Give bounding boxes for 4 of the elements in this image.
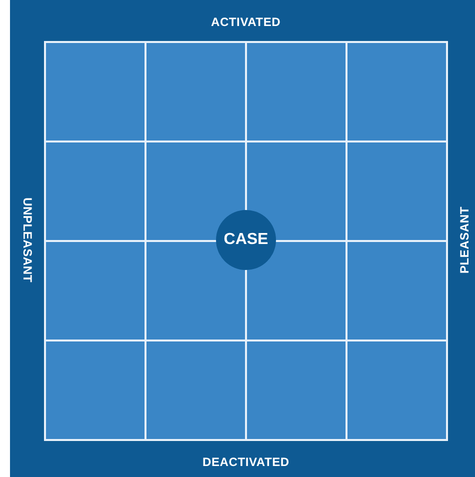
axis-label: DEACTIVATED bbox=[202, 455, 290, 469]
axis-label: ACTIVATED bbox=[211, 15, 281, 29]
axis-label: UNPLEASANT bbox=[20, 198, 34, 282]
axis-label: PLEASANT bbox=[457, 206, 472, 274]
